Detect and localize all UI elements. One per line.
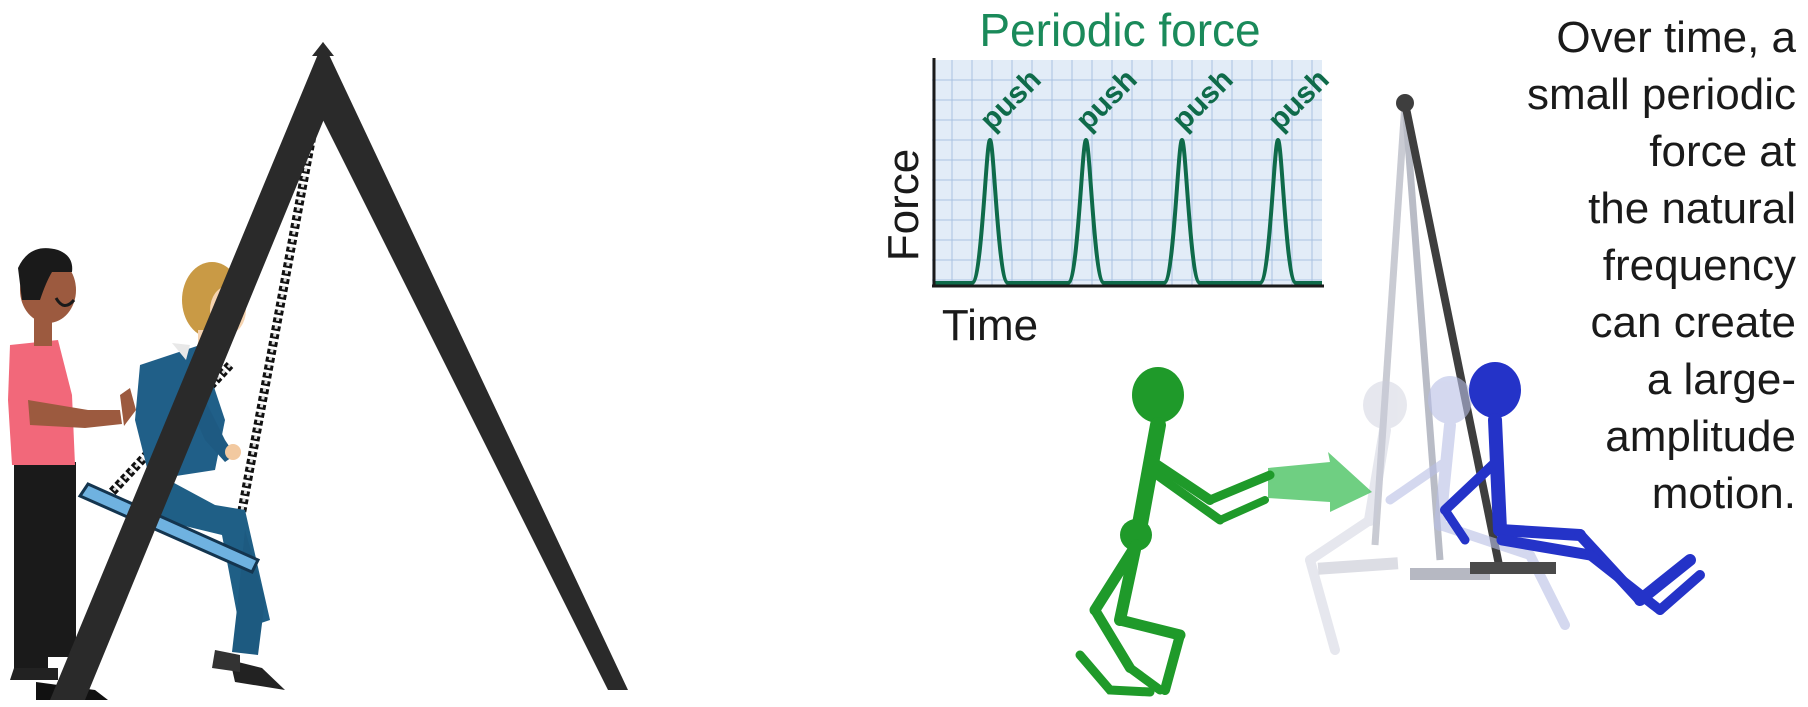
caption-line: force at xyxy=(1649,127,1796,176)
chart-plot-area xyxy=(932,60,1322,286)
swing-rope-ghost-1 xyxy=(1371,102,1409,546)
right-swing-scene xyxy=(1075,94,1705,697)
caption-line: can create xyxy=(1591,298,1796,347)
caption-line: amplitude xyxy=(1605,412,1796,461)
pusher-figure xyxy=(8,248,136,700)
caption-line: the natural xyxy=(1588,184,1796,233)
caption-line: motion. xyxy=(1652,469,1796,518)
ghost-figure-1 xyxy=(1305,381,1407,655)
caption-text: Over time, a small periodic force at the na… xyxy=(1527,13,1797,518)
a-frame xyxy=(50,42,628,700)
swing-rope xyxy=(1401,102,1504,571)
caption-line: frequency xyxy=(1603,241,1796,290)
blue-swinger-figure xyxy=(1440,362,1705,615)
swing-seat-right xyxy=(1470,562,1556,574)
force-series-line xyxy=(934,137,1322,285)
swing-pivot xyxy=(1396,94,1414,112)
ghost-figure-2 xyxy=(1385,376,1570,630)
push-arrow xyxy=(1268,452,1372,512)
caption-line: small periodic xyxy=(1527,70,1796,119)
green-pusher-figure xyxy=(1075,367,1275,697)
x-axis-label: Time xyxy=(942,301,1038,350)
caption-line: Over time, a xyxy=(1556,13,1796,62)
swing-rope-ghost-2 xyxy=(1401,102,1444,561)
swing-seat xyxy=(77,482,261,574)
y-axis-label: Force xyxy=(879,149,928,261)
left-swing-scene xyxy=(8,42,628,700)
chart-grid xyxy=(932,60,1322,286)
caption-line: a large- xyxy=(1647,355,1796,404)
chart-title: Periodic force xyxy=(979,4,1260,56)
ghost-seat-1 xyxy=(1317,557,1399,575)
